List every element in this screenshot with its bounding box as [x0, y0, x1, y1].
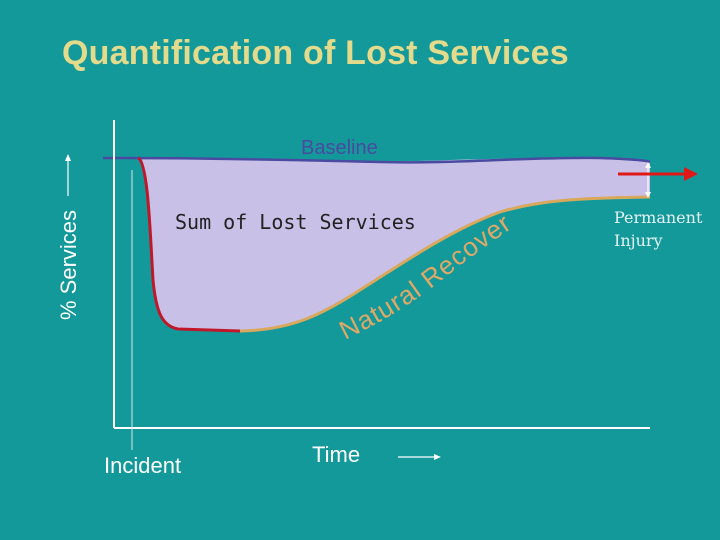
permanent-injury-gap-arrow: [645, 162, 651, 198]
time-arrow: [398, 454, 441, 460]
baseline-label: Baseline: [301, 137, 378, 159]
baseline-line: [102, 156, 651, 164]
area-label: Sum of Lost Services: [175, 210, 416, 234]
lost-services-area: [103, 158, 650, 331]
permanent-injury-label-line1: Permanent: [614, 208, 703, 227]
incident-drop-curve: [136, 156, 241, 333]
x-axis-label: Time: [312, 442, 360, 467]
natural-recovery-curve: [239, 195, 651, 333]
continuing-injury-arrow: [618, 167, 698, 181]
y-axis-label-group: % Services: [56, 154, 81, 320]
incident-label: Incident: [104, 453, 181, 478]
permanent-injury-label-line2: Injury: [614, 231, 663, 250]
slide-title: Quantification of Lost Services: [62, 34, 569, 72]
y-axis-label: % Services: [56, 210, 81, 320]
